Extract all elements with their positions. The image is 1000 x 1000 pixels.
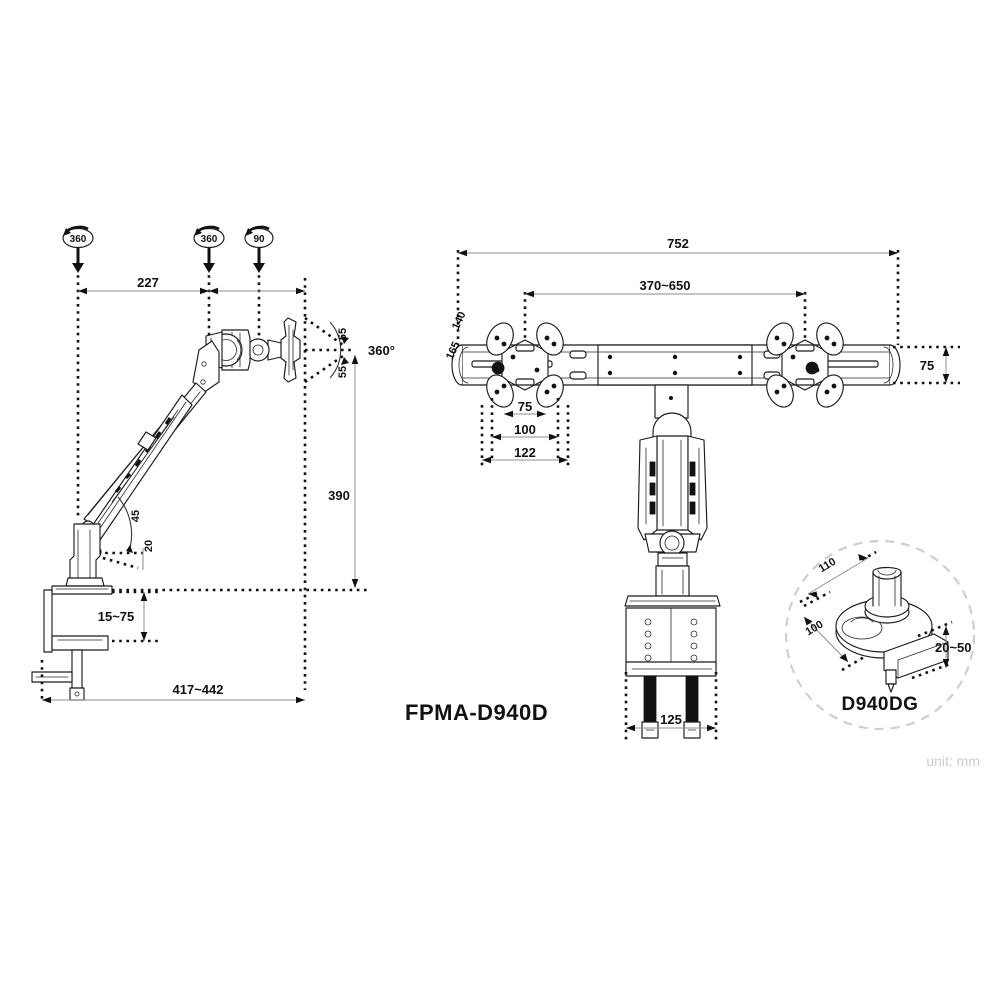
dim-label-20-50: 20~50 [935, 640, 972, 655]
dim-label-110: 110 [817, 556, 838, 575]
dim-417-442: 417~442 [40, 660, 305, 704]
dim-75-depth: 75 [893, 345, 960, 385]
dim-390: 390 [328, 355, 359, 588]
rotation-badge-360-column: 360 [62, 225, 94, 273]
model-label-inset: D940DG [842, 694, 919, 715]
monitor-head-assembly [192, 317, 301, 394]
dim-label-15-75: 15~75 [98, 609, 135, 624]
dim-label-tilt-up-55: 55 [337, 328, 349, 340]
top-plan-view: 752 370~650 [444, 236, 960, 468]
inset-boundary-circle [784, 539, 976, 731]
dim-label-rotate-360deg: 360° [368, 343, 395, 358]
model-label-main: FPMA-D940D [405, 700, 548, 725]
grommet-detail-view: 110 100 20~50 D940DG [784, 539, 976, 731]
desk-clamp [31, 585, 113, 701]
dim-752: 752 [458, 236, 898, 257]
dim-label-125: 125 [660, 712, 682, 727]
column-post [65, 523, 105, 587]
rotation-badge-90-head: 90 [244, 225, 274, 273]
arm-angle-indicator: 45 20 [95, 496, 155, 570]
rotation-badge-360-joint: 360 [193, 225, 225, 273]
dim-label-140: 140 [450, 310, 469, 332]
dim-110: 110 [799, 550, 877, 604]
dim-label-plate-122: 122 [514, 445, 536, 460]
rotation-badge-label: 360 [201, 234, 218, 245]
dim-label-752: 752 [667, 236, 689, 251]
gas-spring-arm [81, 382, 207, 558]
dim-20-50: 20~50 [911, 620, 972, 680]
rotation-badge-label: 90 [253, 234, 265, 245]
dim-125: 125 [624, 672, 718, 740]
dim-370-650: 370~650 [525, 278, 805, 298]
dim-15-75: 15~75 [98, 590, 160, 643]
tilt-angle-indicator: 55 55 360° [304, 316, 395, 384]
side-elevation-view: 360 360 90 [31, 225, 548, 725]
dim-label-vesa-75: 75 [518, 399, 532, 414]
dim-label-390: 390 [328, 488, 350, 503]
dim-label-45: 45 [130, 510, 142, 522]
dim-label-vesa-100: 100 [514, 422, 536, 437]
vesa-pattern-dims: 75 100 122 [480, 398, 570, 468]
rotation-badge-label: 360 [70, 234, 87, 245]
dim-label-20: 20 [143, 540, 155, 552]
dim-label-417-442: 417~442 [173, 682, 224, 697]
dim-label-75-depth: 75 [920, 358, 934, 373]
unit-note: unit: mm [926, 753, 980, 769]
dim-label-tilt-down-55: 55 [337, 366, 349, 378]
vesa-hub-left [486, 322, 564, 408]
dim-227: 227 [78, 275, 305, 295]
vesa-hub-right [766, 322, 844, 408]
dim-label-227: 227 [137, 275, 159, 290]
front-elevation-view: 125 [624, 384, 721, 740]
dim-100: 100 [803, 590, 867, 672]
dim-label-370-650: 370~650 [640, 278, 691, 293]
